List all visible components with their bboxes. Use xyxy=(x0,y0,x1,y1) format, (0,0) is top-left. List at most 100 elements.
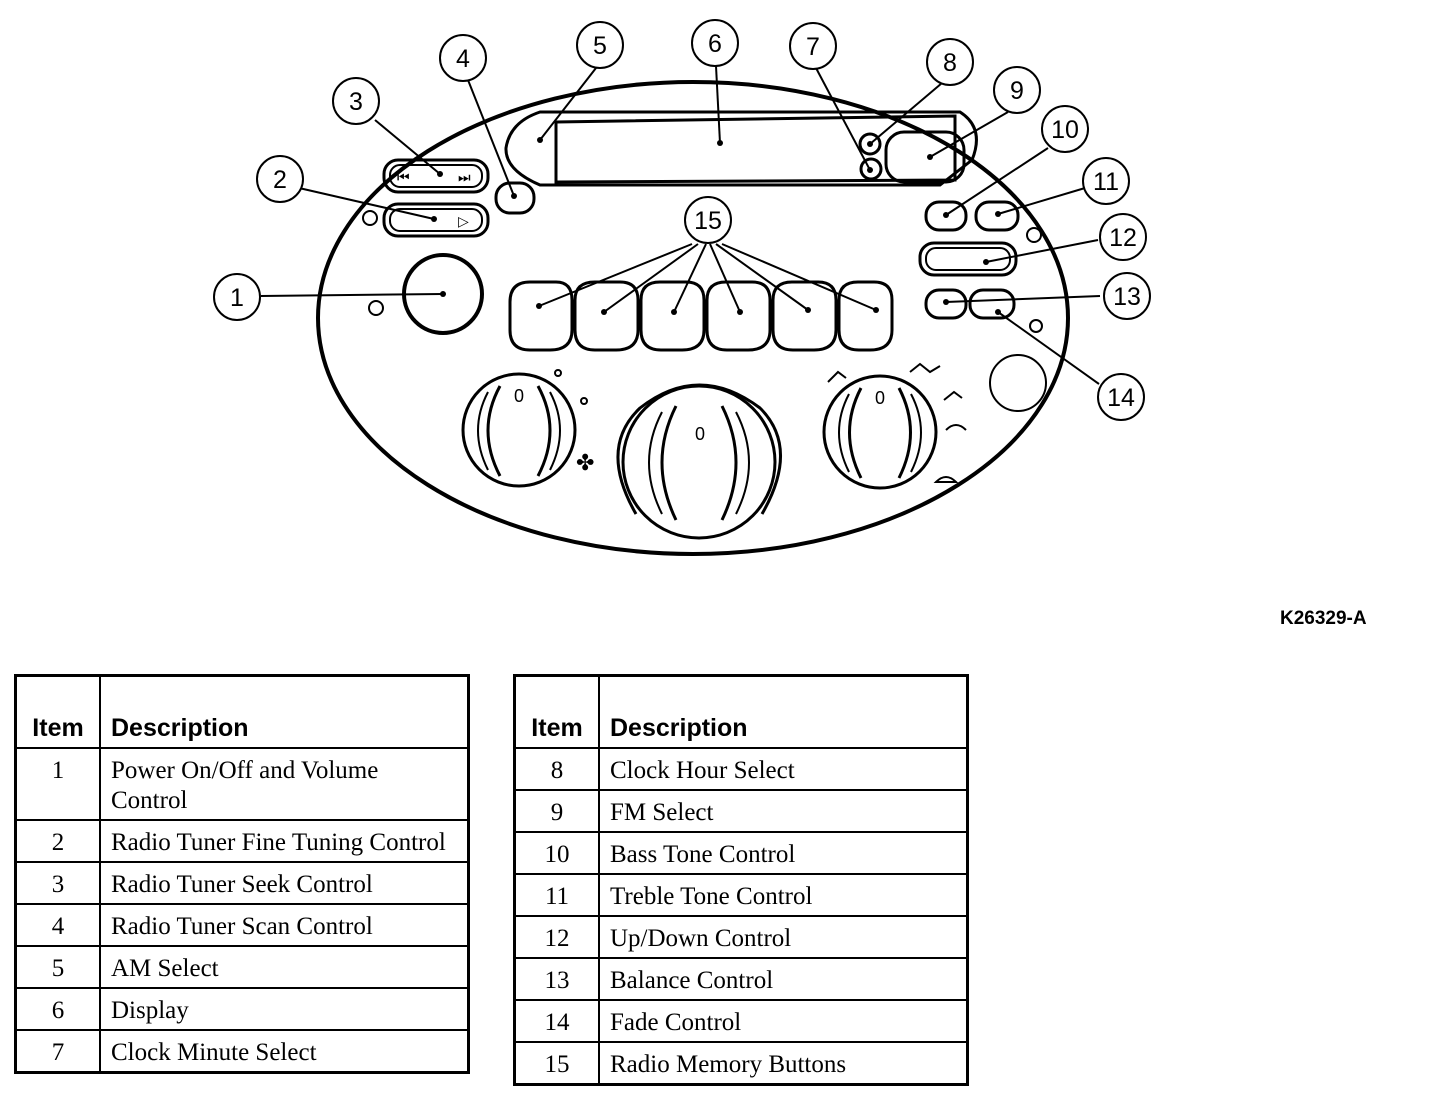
clock-minute-button xyxy=(859,157,883,181)
item-number: 15 xyxy=(513,1041,600,1086)
item-description: Clock Hour Select xyxy=(598,747,969,791)
mix-mode-icon xyxy=(945,424,967,431)
vent-mode-icon xyxy=(827,370,847,383)
item-number: 3 xyxy=(14,861,101,905)
fine-tune-button xyxy=(382,202,490,238)
item-description: Bass Tone Control xyxy=(598,831,969,875)
item-description: AM Select xyxy=(99,945,470,989)
item-number: 13 xyxy=(513,957,600,1001)
item-number: 12 xyxy=(513,915,600,959)
item-description: Power On/Off and Volume Control xyxy=(99,747,470,821)
item-number: 4 xyxy=(14,903,101,947)
callout-12: 12 xyxy=(1109,224,1137,252)
floor-mode-icon xyxy=(943,390,963,401)
callout-3: 3 xyxy=(349,88,363,116)
item-number: 5 xyxy=(14,945,101,989)
bass-button xyxy=(924,200,968,232)
column-header-description: Description xyxy=(99,674,470,749)
figure-code: K26329-A xyxy=(1280,608,1367,629)
mode-dial xyxy=(822,374,938,490)
item-number: 1 xyxy=(14,747,101,821)
dial-mark: 0 xyxy=(875,388,885,408)
item-description: Display xyxy=(99,987,470,1031)
item-number: 9 xyxy=(513,789,600,833)
item-description: Up/Down Control xyxy=(598,915,969,959)
indicator-light xyxy=(362,210,378,226)
callout-7: 7 xyxy=(806,33,820,61)
fade-button xyxy=(968,288,1016,320)
item-number: 14 xyxy=(513,999,600,1043)
balance-button xyxy=(924,288,968,320)
svg-text:▷: ▷ xyxy=(458,214,469,230)
item-number: 2 xyxy=(14,819,101,863)
am-select-button xyxy=(504,110,978,187)
item-description: Clock Minute Select xyxy=(99,1029,470,1074)
scan-button xyxy=(494,181,536,215)
item-description: FM Select xyxy=(598,789,969,833)
item-number: 11 xyxy=(513,873,600,917)
column-header-item: Item xyxy=(513,674,600,749)
up-down-button xyxy=(918,241,1018,277)
indicator-light xyxy=(1029,319,1043,333)
item-description: Radio Tuner Fine Tuning Control xyxy=(99,819,470,863)
treble-button xyxy=(974,200,1020,232)
defrost-mode-icon xyxy=(933,476,959,483)
callout-4: 4 xyxy=(456,45,470,73)
seek-button xyxy=(382,158,490,194)
display-window xyxy=(554,114,957,184)
callout-1: 1 xyxy=(230,284,244,312)
callout-11: 11 xyxy=(1093,168,1119,196)
callout-9: 9 xyxy=(1010,77,1024,105)
bilevel-mode-icon xyxy=(909,362,941,374)
callout-circles xyxy=(213,19,1151,421)
item-description: Balance Control xyxy=(598,957,969,1001)
callout-13: 13 xyxy=(1113,283,1141,311)
fan-symbol-icon: ✤ xyxy=(576,451,594,476)
dial-mark: 0 xyxy=(695,424,705,444)
column-header-item: Item xyxy=(14,674,101,749)
fm-select-button xyxy=(884,130,966,184)
callout-10: 10 xyxy=(1051,116,1079,144)
svg-text:⏭: ⏭ xyxy=(458,170,471,186)
callout-5: 5 xyxy=(593,32,607,60)
item-description: Fade Control xyxy=(598,999,969,1043)
svg-text:⏮: ⏮ xyxy=(397,170,410,186)
callout-6: 6 xyxy=(708,30,722,58)
temperature-dial xyxy=(616,383,782,540)
item-description: Radio Memory Buttons xyxy=(598,1041,969,1086)
indicator-light xyxy=(1026,227,1042,243)
callout-14: 14 xyxy=(1107,384,1135,412)
callout-2: 2 xyxy=(273,166,287,194)
leader-lines xyxy=(260,65,1101,385)
callout-8: 8 xyxy=(943,49,957,77)
item-description: Radio Tuner Seek Control xyxy=(99,861,470,905)
column-header-description: Description xyxy=(598,674,969,749)
item-description: Treble Tone Control xyxy=(598,873,969,917)
item-number: 6 xyxy=(14,987,101,1031)
radio-panel-diagram: ⏮ ⏭ ▷ xyxy=(213,19,1151,556)
panel-bezel xyxy=(316,80,1070,556)
dial-mark: 0 xyxy=(514,386,524,406)
indicator-light xyxy=(368,300,384,316)
item-number: 8 xyxy=(513,747,600,791)
memory-buttons xyxy=(508,280,894,352)
clock-hour-button xyxy=(858,132,882,156)
item-description: Radio Tuner Scan Control xyxy=(99,903,470,947)
item-number: 10 xyxy=(513,831,600,875)
